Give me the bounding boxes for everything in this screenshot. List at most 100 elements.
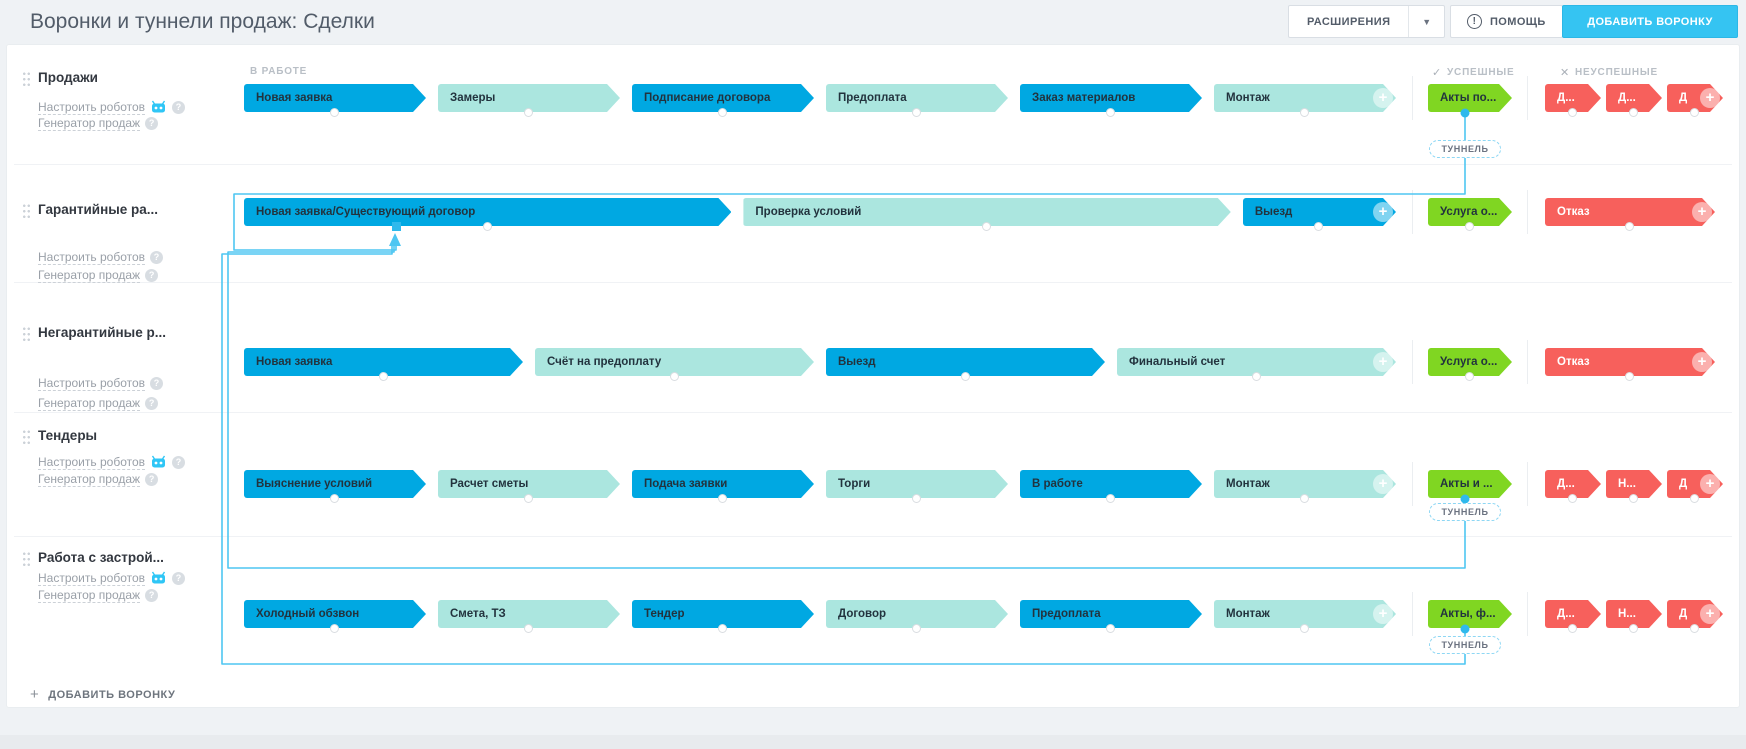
horizontal-scrollbar-track[interactable]: [0, 735, 1746, 749]
stage-connector-dot[interactable]: [1625, 222, 1634, 231]
help-circle-icon[interactable]: ?: [145, 589, 159, 602]
stage-connector-dot[interactable]: [378, 372, 388, 381]
stage-connector-dot[interactable]: [1300, 108, 1309, 117]
help-circle-icon[interactable]: ?: [150, 251, 164, 264]
help-circle-icon[interactable]: ?: [145, 473, 159, 486]
help-circle-icon[interactable]: ?: [145, 269, 159, 282]
stage-shape[interactable]: Монтаж+: [1214, 84, 1396, 112]
add-fail-stage-button[interactable]: +: [1692, 202, 1712, 222]
stage-shape[interactable]: Подписание договора: [632, 84, 814, 112]
stage-connector-dot[interactable]: [1690, 108, 1699, 117]
chevron-down-icon[interactable]: ▼: [1408, 6, 1444, 37]
sales-generator-link-label[interactable]: Генератор продаж: [38, 472, 141, 487]
stage-connector-dot[interactable]: [524, 108, 533, 117]
robots-link-label[interactable]: Настроить роботов: [38, 250, 146, 265]
stage-shape[interactable]: Предоплата: [826, 84, 1008, 112]
stage-shape[interactable]: Новая заявка: [244, 84, 426, 112]
sales-generator-link-label[interactable]: Генератор продаж: [38, 268, 141, 283]
fail-stage-shape[interactable]: Д+: [1667, 84, 1723, 112]
fail-stage-shape[interactable]: Д...: [1545, 84, 1601, 112]
stage-connector-dot[interactable]: [1568, 624, 1577, 633]
fail-stage-shape[interactable]: Д...: [1606, 84, 1662, 112]
stage-connector-dot[interactable]: [1690, 624, 1699, 633]
drag-handle-icon[interactable]: [22, 71, 31, 87]
stage-connector-dot[interactable]: [1106, 108, 1115, 117]
stage-connector-dot[interactable]: [1465, 222, 1474, 231]
robots-link-label[interactable]: Настроить роботов: [38, 99, 146, 115]
add-stage-button[interactable]: +: [1373, 88, 1393, 108]
extensions-button-label[interactable]: РАСШИРЕНИЯ: [1307, 15, 1391, 28]
stage-connector-dot[interactable]: [1629, 108, 1638, 117]
help-circle-icon[interactable]: ?: [172, 571, 186, 585]
stage-connector-dot[interactable]: [524, 624, 533, 633]
stage-shape[interactable]: Заказ материалов: [1020, 84, 1202, 112]
funnel-title[interactable]: Продажи: [38, 70, 98, 85]
sales-generator-link-label[interactable]: Генератор продаж: [38, 396, 141, 411]
funnel-title[interactable]: Работа с застрой...: [38, 550, 164, 565]
stage-connector-dot[interactable]: [1300, 624, 1309, 633]
fail-stage-shape[interactable]: Отказ+: [1545, 348, 1715, 376]
stage-connector-dot[interactable]: [718, 624, 727, 633]
stage-connector-dot[interactable]: [330, 624, 339, 633]
fail-stage-shape[interactable]: Н...: [1606, 470, 1662, 498]
extensions-button[interactable]: РАСШИРЕНИЯ ▼: [1288, 5, 1446, 38]
stage-connector-dot[interactable]: [1690, 494, 1699, 503]
add-stage-button[interactable]: +: [1373, 474, 1393, 494]
tunnel-badge[interactable]: ТУННЕЛЬ: [1429, 140, 1501, 158]
fail-stage-shape[interactable]: Д+: [1667, 470, 1723, 498]
help-circle-icon[interactable]: ?: [145, 117, 159, 130]
stage-connector-dot[interactable]: [912, 624, 921, 633]
stage-connector-dot[interactable]: [669, 372, 679, 381]
add-stage-button[interactable]: +: [1373, 202, 1393, 222]
fail-stage-shape[interactable]: Д...: [1545, 600, 1601, 628]
tunnel-badge[interactable]: ТУННЕЛЬ: [1429, 636, 1501, 654]
fail-stage-shape[interactable]: Отказ+: [1545, 198, 1715, 226]
stage-connector-dot[interactable]: [482, 222, 492, 231]
stage-connector-dot[interactable]: [718, 494, 727, 503]
add-stage-button[interactable]: +: [1373, 352, 1393, 372]
funnel-title[interactable]: Негарантийные р...: [38, 325, 166, 340]
stage-connector-dot[interactable]: [330, 494, 339, 503]
fail-stage-shape[interactable]: Д+: [1667, 600, 1723, 628]
stage-connector-dot[interactable]: [912, 108, 921, 117]
sales-generator-link-label[interactable]: Генератор продаж: [38, 116, 141, 131]
stage-shape[interactable]: Замеры: [438, 84, 620, 112]
help-circle-icon[interactable]: ?: [172, 455, 186, 469]
robots-link-label[interactable]: Настроить роботов: [38, 454, 146, 470]
stage-connector-dot[interactable]: [524, 494, 533, 503]
success-stage-shape[interactable]: Акты и ...: [1428, 470, 1512, 498]
success-stage-shape[interactable]: Акты, ф...: [1428, 600, 1512, 628]
funnel-title[interactable]: Тендеры: [38, 428, 98, 443]
stage-connector-dot[interactable]: [1629, 624, 1638, 633]
drag-handle-icon[interactable]: [22, 203, 31, 219]
add-fail-stage-button[interactable]: +: [1692, 352, 1712, 372]
add-fail-stage-button[interactable]: +: [1700, 474, 1720, 494]
stage-connector-dot[interactable]: [912, 494, 921, 503]
help-button[interactable]: ! ПОМОЩЬ: [1450, 5, 1563, 38]
robots-link-label[interactable]: Настроить роботов: [38, 570, 146, 586]
add-funnel-bottom-link[interactable]: + ДОБАВИТЬ ВОРОНКУ: [30, 686, 175, 703]
fail-stage-shape[interactable]: Д...: [1545, 470, 1601, 498]
drag-handle-icon[interactable]: [22, 326, 31, 342]
add-fail-stage-button[interactable]: +: [1700, 88, 1720, 108]
success-stage-shape[interactable]: Акты по...: [1428, 84, 1512, 112]
stage-connector-dot[interactable]: [1568, 108, 1577, 117]
help-circle-icon[interactable]: ?: [150, 377, 164, 390]
robots-link-label[interactable]: Настроить роботов: [38, 376, 146, 391]
funnel-title[interactable]: Гарантийные ра...: [38, 202, 159, 217]
stage-connector-dot[interactable]: [718, 108, 727, 117]
stage-connector-dot[interactable]: [1106, 624, 1115, 633]
add-funnel-button[interactable]: ДОБАВИТЬ ВОРОНКУ: [1562, 5, 1738, 38]
tunnel-badge[interactable]: ТУННЕЛЬ: [1429, 503, 1501, 521]
stage-connector-dot[interactable]: [1300, 494, 1309, 503]
stage-connector-dot[interactable]: [960, 372, 970, 381]
stage-connector-dot[interactable]: [1106, 494, 1115, 503]
stage-connector-dot[interactable]: [1629, 494, 1638, 503]
stage-connector-dot[interactable]: [1625, 372, 1634, 381]
stage-connector-dot[interactable]: [1568, 494, 1577, 503]
drag-handle-icon[interactable]: [22, 551, 31, 567]
add-fail-stage-button[interactable]: +: [1700, 604, 1720, 624]
stage-connector-dot[interactable]: [1465, 372, 1474, 381]
drag-handle-icon[interactable]: [22, 429, 31, 445]
sales-generator-link-label[interactable]: Генератор продаж: [38, 588, 141, 603]
